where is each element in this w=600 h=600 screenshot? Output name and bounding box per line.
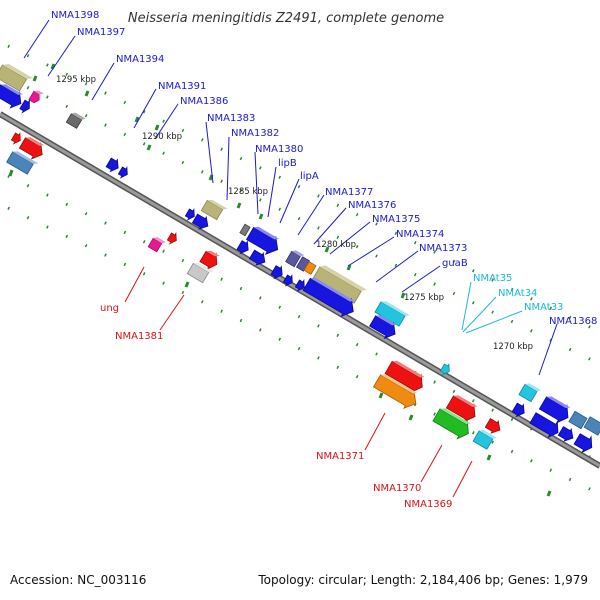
gene-label: NMA1383 xyxy=(207,113,255,124)
gene-arrow xyxy=(199,250,220,271)
gene-label: lipB xyxy=(278,158,297,169)
gene-label: NMA1374 xyxy=(396,229,444,240)
scale-label: 1295 kbp xyxy=(56,75,96,85)
label-leader-lines xyxy=(23,19,558,498)
gene-arrow xyxy=(10,131,21,145)
gene-arrow xyxy=(0,63,33,92)
gene-arrow xyxy=(285,250,305,268)
gene-arrow xyxy=(200,199,228,221)
gene-labels-red: ung NMA1381 NMA1371 NMA1370 NMA1369 xyxy=(100,303,452,510)
gene-label: NMA1375 xyxy=(372,214,420,225)
gene-arrow xyxy=(18,137,45,160)
gene-arrow xyxy=(147,237,166,253)
gene-arrow xyxy=(312,265,367,304)
gene-arrow xyxy=(529,412,559,439)
scale-label: 1275 kbp xyxy=(404,293,444,303)
gene-label: ung xyxy=(100,303,119,314)
gene-arrow xyxy=(384,360,425,394)
gene-label: NMA1370 xyxy=(373,483,421,494)
gene-label: NMA1380 xyxy=(255,144,303,155)
major-ticks xyxy=(8,63,552,497)
gene-arrow xyxy=(303,261,317,275)
gene-arrow xyxy=(236,240,249,255)
scale-label: 1285 kbp xyxy=(228,187,268,197)
gene-arrow xyxy=(369,315,398,340)
scale-label: 1280 kbp xyxy=(316,240,356,250)
gene-label: NMA1386 xyxy=(180,96,228,107)
gene-arrow xyxy=(248,249,266,266)
gene-arrow xyxy=(439,362,450,376)
gene-arrow xyxy=(511,402,525,418)
gene-label: NMAt34 xyxy=(498,288,537,299)
gene-arrow xyxy=(270,265,283,280)
gene-labels-blue: NMA1398 NMA1397 NMA1394 NMA1391 NMA1386 … xyxy=(51,10,597,327)
gene-arrow xyxy=(302,277,355,318)
scale-label: 1270 kbp xyxy=(493,342,533,352)
genome-summary-text: Topology: circular; Length: 2,184,406 bp… xyxy=(258,573,588,587)
gene-label: guaB xyxy=(442,258,468,269)
gene-arrow xyxy=(184,207,195,221)
gene-label: NMA1376 xyxy=(348,200,396,211)
gene-label: NMAt35 xyxy=(473,273,512,284)
accession-text: Accession: NC_003116 xyxy=(10,573,147,587)
gene-arrow xyxy=(374,301,411,327)
gene-arrow xyxy=(105,157,119,173)
gene-arrow xyxy=(295,256,311,272)
gene-arrow xyxy=(191,213,209,230)
gene-arrow xyxy=(245,226,280,255)
gene-arrow xyxy=(472,429,498,450)
scale-label: 1290 kbp xyxy=(142,132,182,142)
gene-arrow xyxy=(573,433,593,454)
gene-label: NMAt33 xyxy=(524,302,563,313)
gene-label: lipA xyxy=(300,171,319,182)
gene-arrow xyxy=(65,112,86,129)
gene-arrow xyxy=(239,223,251,237)
gene-arrow xyxy=(518,383,542,403)
gene-label: NMA1377 xyxy=(325,187,373,198)
gene-arrow xyxy=(117,165,128,179)
map-title: Neisseria meningitidis Z2491, complete g… xyxy=(128,11,444,26)
gene-arrow xyxy=(538,396,571,424)
gene-label: NMA1369 xyxy=(404,499,452,510)
gene-label: NMA1368 xyxy=(549,316,597,327)
gene-labels-cyan: NMAt35 NMAt34 NMAt33 xyxy=(473,273,563,313)
gene-arrow xyxy=(484,418,501,434)
gene-label: NMA1371 xyxy=(316,451,364,462)
gene-arrow xyxy=(0,84,23,109)
gene-features xyxy=(0,63,600,454)
gene-arrow xyxy=(432,408,471,440)
gene-label: NMA1394 xyxy=(116,54,164,65)
gene-label: NMA1398 xyxy=(51,10,99,21)
gene-arrow xyxy=(583,416,600,436)
gene-arrow xyxy=(6,151,39,175)
gene-label: NMA1391 xyxy=(158,81,206,92)
gene-arrow xyxy=(282,273,293,287)
gene-label: NMA1397 xyxy=(77,27,125,38)
gene-arrow xyxy=(445,395,478,423)
gene-arrow xyxy=(294,278,305,292)
gene-label: NMA1381 xyxy=(115,331,163,342)
gene-label: NMA1373 xyxy=(419,243,467,254)
gene-arrow xyxy=(568,410,588,430)
gene-arrow xyxy=(186,262,214,284)
gene-arrow xyxy=(166,231,177,245)
gene-arrow xyxy=(557,426,574,442)
gene-arrow xyxy=(28,90,45,104)
gene-arrow xyxy=(19,98,30,114)
gene-arrow xyxy=(372,374,418,409)
scale-labels: 1295 kbp 1290 kbp 1285 kbp 1280 kbp 1275… xyxy=(56,75,533,352)
gene-label: NMA1382 xyxy=(231,128,279,139)
